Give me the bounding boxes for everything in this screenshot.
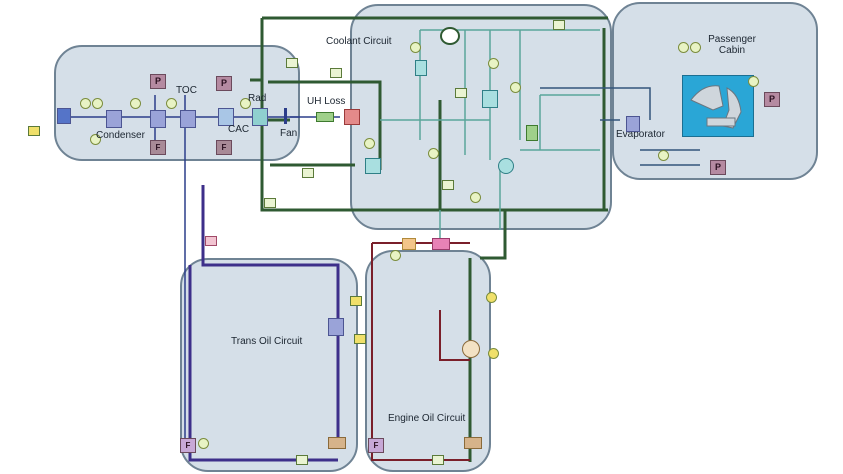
boundary-tag-icon[interactable] — [264, 198, 276, 208]
cac-hx-icon[interactable] — [218, 108, 234, 126]
condenser-hx-icon[interactable] — [106, 110, 122, 128]
engine-oil-pump-icon[interactable] — [462, 340, 480, 358]
condenser-label: Condenser — [96, 130, 145, 141]
boundary-tag-icon[interactable] — [330, 68, 342, 78]
sensor-icon[interactable] — [510, 82, 521, 93]
coolant-circuit-panel — [350, 4, 612, 230]
boundary-tag-icon[interactable] — [354, 334, 366, 344]
heater-core-icon[interactable] — [526, 125, 538, 141]
uh-loss-label: UH Loss — [307, 96, 346, 107]
toc-hx-icon[interactable] — [150, 110, 166, 128]
thermostat-icon[interactable] — [415, 60, 427, 76]
sensor-icon[interactable] — [198, 438, 209, 449]
sensor-icon[interactable] — [364, 138, 375, 149]
sensor-icon[interactable] — [92, 98, 103, 109]
boundary-tag-icon[interactable] — [28, 126, 40, 136]
sensor-icon[interactable] — [390, 250, 401, 261]
boundary-tag-icon[interactable] — [442, 180, 454, 190]
reservoir-icon[interactable] — [328, 437, 346, 449]
sensor-icon[interactable] — [166, 98, 177, 109]
cac-label: CAC — [228, 124, 250, 135]
rad-hx-icon[interactable] — [252, 108, 268, 126]
engine-oil-heater-icon[interactable] — [432, 238, 450, 250]
trans-oil-circuit-title: Trans Oil Circuit — [231, 336, 303, 347]
boundary-tag-icon[interactable] — [286, 58, 298, 68]
passenger-cabin-title: Passenger Cabin — [708, 34, 756, 56]
boundary-tag-icon[interactable] — [302, 168, 314, 178]
fan-icon[interactable] — [284, 108, 287, 124]
sensor-icon[interactable] — [240, 98, 251, 109]
flow-source-icon[interactable]: F — [368, 438, 384, 453]
pressure-source-icon[interactable]: P — [216, 76, 232, 91]
sensor-icon[interactable] — [658, 150, 669, 161]
engine-oil-circuit-title: Engine Oil Circuit — [388, 413, 466, 424]
toc-hx2-icon[interactable] — [180, 110, 196, 128]
fan-label: Fan — [280, 128, 298, 139]
reservoir-icon[interactable] — [464, 437, 482, 449]
boundary-tag-icon[interactable] — [553, 20, 565, 30]
flow-source-icon[interactable]: F — [216, 140, 232, 155]
uh-loss-block[interactable] — [316, 112, 334, 122]
sensor-icon[interactable] — [488, 348, 499, 359]
pressure-source-icon[interactable]: P — [150, 74, 166, 89]
sensor-icon[interactable] — [470, 192, 481, 203]
coolant-bypass-icon[interactable] — [365, 158, 381, 174]
pressure-source-icon[interactable]: P — [764, 92, 780, 107]
sensor-icon[interactable] — [748, 76, 759, 87]
coolant-hx-icon[interactable] — [482, 90, 498, 108]
sensor-icon[interactable] — [130, 98, 141, 109]
boundary-tag-icon[interactable] — [350, 296, 362, 306]
flow-source-icon[interactable]: F — [150, 140, 166, 155]
boundary-tag-icon[interactable] — [296, 455, 308, 465]
sensor-icon[interactable] — [486, 292, 497, 303]
flow-source-icon[interactable]: F — [180, 438, 196, 453]
boundary-tag-icon[interactable] — [205, 236, 217, 246]
coolant-circuit-title: Coolant Circuit — [326, 36, 392, 47]
sensor-icon[interactable] — [90, 134, 101, 145]
sensor-icon[interactable] — [678, 42, 689, 53]
sensor-icon[interactable] — [410, 42, 421, 53]
boundary-tag-icon[interactable] — [432, 455, 444, 465]
pressure-source-icon[interactable]: P — [710, 160, 726, 175]
pump-icon[interactable] — [498, 158, 514, 174]
rad-label: Rad — [248, 93, 267, 104]
trans-oil-circuit-panel — [180, 258, 358, 472]
engine-oil-block-icon[interactable] — [402, 238, 416, 250]
trans-oil-hx-icon[interactable] — [328, 318, 344, 336]
sensor-icon[interactable] — [690, 42, 701, 53]
sensor-icon[interactable] — [428, 148, 439, 159]
heat-source-icon[interactable] — [344, 109, 360, 125]
evaporator-label: Evaporator — [616, 129, 665, 140]
toc-label: TOC — [176, 85, 197, 96]
sensor-icon[interactable] — [488, 58, 499, 69]
valve-icon[interactable] — [440, 27, 460, 45]
seat-shape — [690, 85, 742, 129]
sensor-icon[interactable] — [80, 98, 91, 109]
evaporator-hx-icon[interactable] — [626, 116, 640, 132]
seat-icon[interactable] — [682, 75, 754, 137]
boundary-tag-icon[interactable] — [455, 88, 467, 98]
condenser-heat-exchanger-icon[interactable] — [57, 108, 71, 124]
